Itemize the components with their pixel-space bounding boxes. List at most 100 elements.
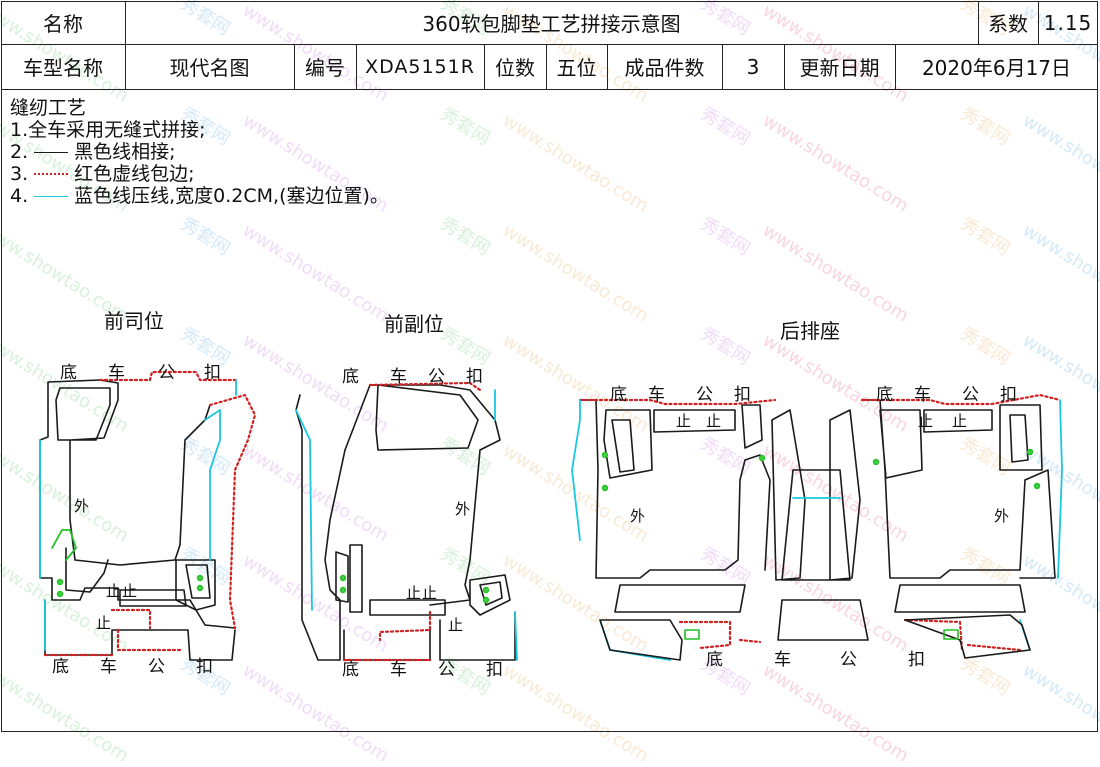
front-passenger-cyan-line [295, 389, 518, 661]
row2-col-line [895, 44, 896, 89]
header-col-line [978, 1, 979, 44]
marker-dot [1026, 448, 1034, 456]
rear-right-top-label-4: 扣 [1000, 385, 1017, 405]
name-label: 名称 [43, 12, 83, 36]
black-line-swatch [34, 151, 69, 153]
fd-bottom-label-4: 扣 [196, 657, 213, 677]
fd-bottom-label-1: 底 [52, 657, 69, 677]
rear-mat [571, 393, 1063, 661]
rear-right-lower-outline [904, 614, 1031, 659]
marker-dot [482, 586, 490, 594]
fd-bottom-label-2: 车 [100, 657, 117, 677]
sheet-title: 360软包脚垫工艺拼接示意图 [422, 12, 681, 36]
row2-col-line [722, 44, 723, 89]
date-label: 更新日期 [799, 56, 880, 80]
marker-dot [339, 586, 347, 594]
pattern-drawing [39, 370, 1063, 662]
fd-bottom-label-3: 公 [148, 657, 165, 677]
row2-col-line [356, 44, 357, 89]
code-label: 编号 [305, 56, 345, 80]
fp-top-label-1: 底 [342, 367, 359, 387]
fd-stop-1: 止 [106, 582, 122, 600]
red-dashed-swatch [34, 173, 69, 175]
seats-value: 五位 [556, 56, 597, 80]
rear-bottom-label-2: 车 [774, 650, 791, 670]
front-driver-red-dashed [43, 370, 257, 657]
fp-bottom-label-4: 扣 [486, 660, 503, 680]
marker-dot [758, 454, 766, 462]
fp-stop-1: 止 [406, 584, 422, 602]
note-line-2-text: 黑色线相接; [74, 141, 176, 163]
coefficient-label: 系数 [988, 12, 1028, 36]
rear-right-stop-1: 止 [918, 412, 934, 430]
fd-top-label-2: 车 [108, 363, 125, 383]
front-driver-title: 前司位 [104, 309, 164, 333]
rear-seat-title: 后排座 [780, 319, 840, 343]
rear-left-lower-outline [599, 619, 683, 661]
fp-outer-label: 外 [455, 500, 471, 518]
rear-right-red-dashed [860, 393, 1062, 652]
fd-outer-label: 外 [74, 497, 90, 515]
note-line-2-number: 2. [10, 141, 29, 163]
fp-top-label-3: 公 [428, 367, 445, 387]
fd-stop-3: 止 [96, 614, 112, 632]
note-line-1: 1.全车采用无缝式拼接; [10, 119, 206, 141]
rear-left-stop-1: 止 [676, 412, 692, 430]
marker-dot [56, 578, 64, 586]
note-line-4-number: 4. [10, 185, 29, 207]
row2-col-line [546, 44, 547, 89]
marker-dot [339, 574, 347, 582]
notes-title: 缝纫工艺 [10, 97, 87, 119]
marker-dot [601, 484, 609, 492]
note-line-4: 4. 蓝色线压线,宽度0.2CM,(塞边位置)。 [10, 185, 389, 207]
fp-bottom-label-2: 车 [390, 660, 407, 680]
rear-right-stop-2: 止 [952, 412, 968, 430]
front-driver-black-outline [39, 379, 236, 661]
rear-left-top-label-3: 公 [696, 385, 713, 405]
rear-bottom-label-4: 扣 [908, 650, 925, 670]
marker-dot [872, 458, 880, 466]
note-line-3-text: 红色虚线包边; [74, 163, 195, 185]
fp-bottom-label-3: 公 [438, 660, 455, 680]
fp-top-label-4: 扣 [466, 367, 483, 387]
green-marker-box [943, 629, 959, 640]
marker-dot [1033, 482, 1041, 490]
rear-left-stop-2: 止 [706, 412, 722, 430]
header-bottom-border [1, 89, 1098, 90]
rear-left-top-label-2: 车 [648, 385, 665, 405]
rear-bottom-label-3: 公 [840, 650, 857, 670]
row2-col-line [607, 44, 608, 89]
rear-left-red-dashed [578, 398, 777, 650]
rear-left-outer-label: 外 [630, 507, 646, 525]
marker-dot [196, 574, 204, 582]
note-line-3: 3. 红色虚线包边; [10, 163, 389, 185]
cyan-line-swatch [34, 195, 69, 197]
marker-dot [56, 590, 64, 598]
date-value: 2020年6月17日 [921, 56, 1072, 80]
note-line-2: 2. 黑色线相接; [10, 141, 389, 163]
front-driver-cyan-line [39, 379, 237, 651]
header-col-line [125, 1, 126, 44]
marker-dot [196, 584, 204, 592]
fp-stop-2: 止 [422, 584, 438, 602]
front-driver-green-notch [51, 529, 77, 561]
marker-dot [601, 451, 609, 459]
green-markers [56, 448, 1041, 604]
fp-bottom-label-1: 底 [342, 660, 359, 680]
rear-left-black-outline [579, 399, 869, 641]
fd-top-label-3: 公 [158, 363, 175, 383]
coefficient-value: 1.15 [1043, 10, 1093, 35]
drawing-frame [1, 1, 1098, 732]
rear-right-black-outline [861, 399, 1056, 613]
fp-stop-3: 止 [448, 616, 464, 634]
marker-dot [482, 596, 490, 604]
note-line-4-text: 蓝色线压线,宽度0.2CM,(塞边位置)。 [74, 185, 389, 207]
fd-stop-2: 止 [122, 582, 138, 600]
rear-left-top-label-4: 扣 [734, 385, 751, 405]
rear-bottom-label-1: 底 [706, 650, 723, 670]
header-divider [1, 44, 1098, 45]
row2-col-line [784, 44, 785, 89]
front-passenger-title: 前副位 [384, 312, 444, 336]
code-value: XDA5151R [365, 55, 475, 78]
fd-top-label-1: 底 [60, 363, 77, 383]
